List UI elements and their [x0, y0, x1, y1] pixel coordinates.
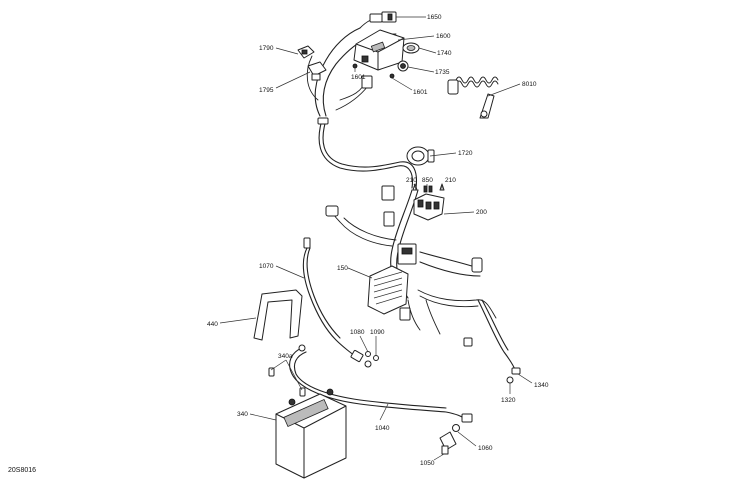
grommet-1740 — [402, 42, 420, 54]
connector-1650 — [369, 11, 397, 23]
connector-1790 — [297, 45, 315, 59]
washer-1090 — [373, 355, 379, 361]
callout-1080: 1080 — [350, 329, 365, 336]
main-wiring-harness — [306, 17, 517, 373]
callout-1601-b: 1601 — [413, 89, 428, 96]
callout-1720: 1720 — [458, 150, 473, 157]
callout-150: 150 — [337, 265, 348, 272]
harness-connector-ecm — [361, 75, 373, 89]
fuse-box-200 — [413, 193, 445, 221]
screw-1320 — [506, 376, 514, 384]
callout-850: 850 — [422, 177, 433, 184]
coiled-cable-8010 — [447, 76, 499, 119]
callout-1601-a: 1601 — [351, 74, 366, 81]
callout-1795: 1795 — [259, 87, 274, 94]
callout-8010: 8010 — [522, 81, 537, 88]
callout-210-a: 210 — [406, 177, 417, 184]
callout-1790: 1790 — [259, 45, 274, 52]
battery-strap-440 — [253, 289, 303, 341]
connector-1795 — [307, 61, 327, 81]
leader-lines — [219, 16, 533, 461]
callout-1650: 1650 — [427, 14, 442, 21]
ecm-module — [353, 29, 405, 71]
callout-1040: 1040 — [375, 425, 390, 432]
callout-labels: 1650 1600 1740 1735 1790 1601 1601 1795 … — [207, 14, 549, 467]
callout-1340: 1340 — [534, 382, 549, 389]
terminal-bolts-340a — [268, 367, 306, 397]
drawing-code: 20S8016 — [8, 467, 36, 474]
callout-1740: 1740 — [437, 50, 452, 57]
callout-1070: 1070 — [259, 263, 274, 270]
fastener-1601-b — [389, 73, 395, 79]
battery-340 — [275, 388, 347, 479]
fuse-holder-1050 — [439, 431, 457, 455]
voltage-regulator-150 — [367, 243, 417, 315]
callout-200: 200 — [476, 209, 487, 216]
callout-440: 440 — [207, 321, 218, 328]
callout-1050: 1050 — [420, 460, 435, 467]
sensor-1735 — [397, 60, 409, 72]
fuses-850 — [423, 185, 433, 193]
callout-1090: 1090 — [370, 329, 385, 336]
callout-210-b: 210 — [445, 177, 456, 184]
callout-340: 340 — [237, 411, 248, 418]
callout-1060: 1060 — [478, 445, 493, 452]
relays-210 — [412, 183, 445, 191]
callout-340a: 340a — [278, 353, 293, 360]
nut-1080 — [365, 351, 371, 357]
callout-1600: 1600 — [436, 33, 451, 40]
ground-terminal-1340 — [511, 367, 521, 375]
nut-1060 — [452, 424, 460, 432]
grommet-1720 — [406, 146, 435, 166]
callout-1735: 1735 — [435, 69, 450, 76]
callout-1320: 1320 — [501, 397, 516, 404]
harness-clips — [317, 117, 483, 347]
cable-1070 — [302, 237, 372, 368]
